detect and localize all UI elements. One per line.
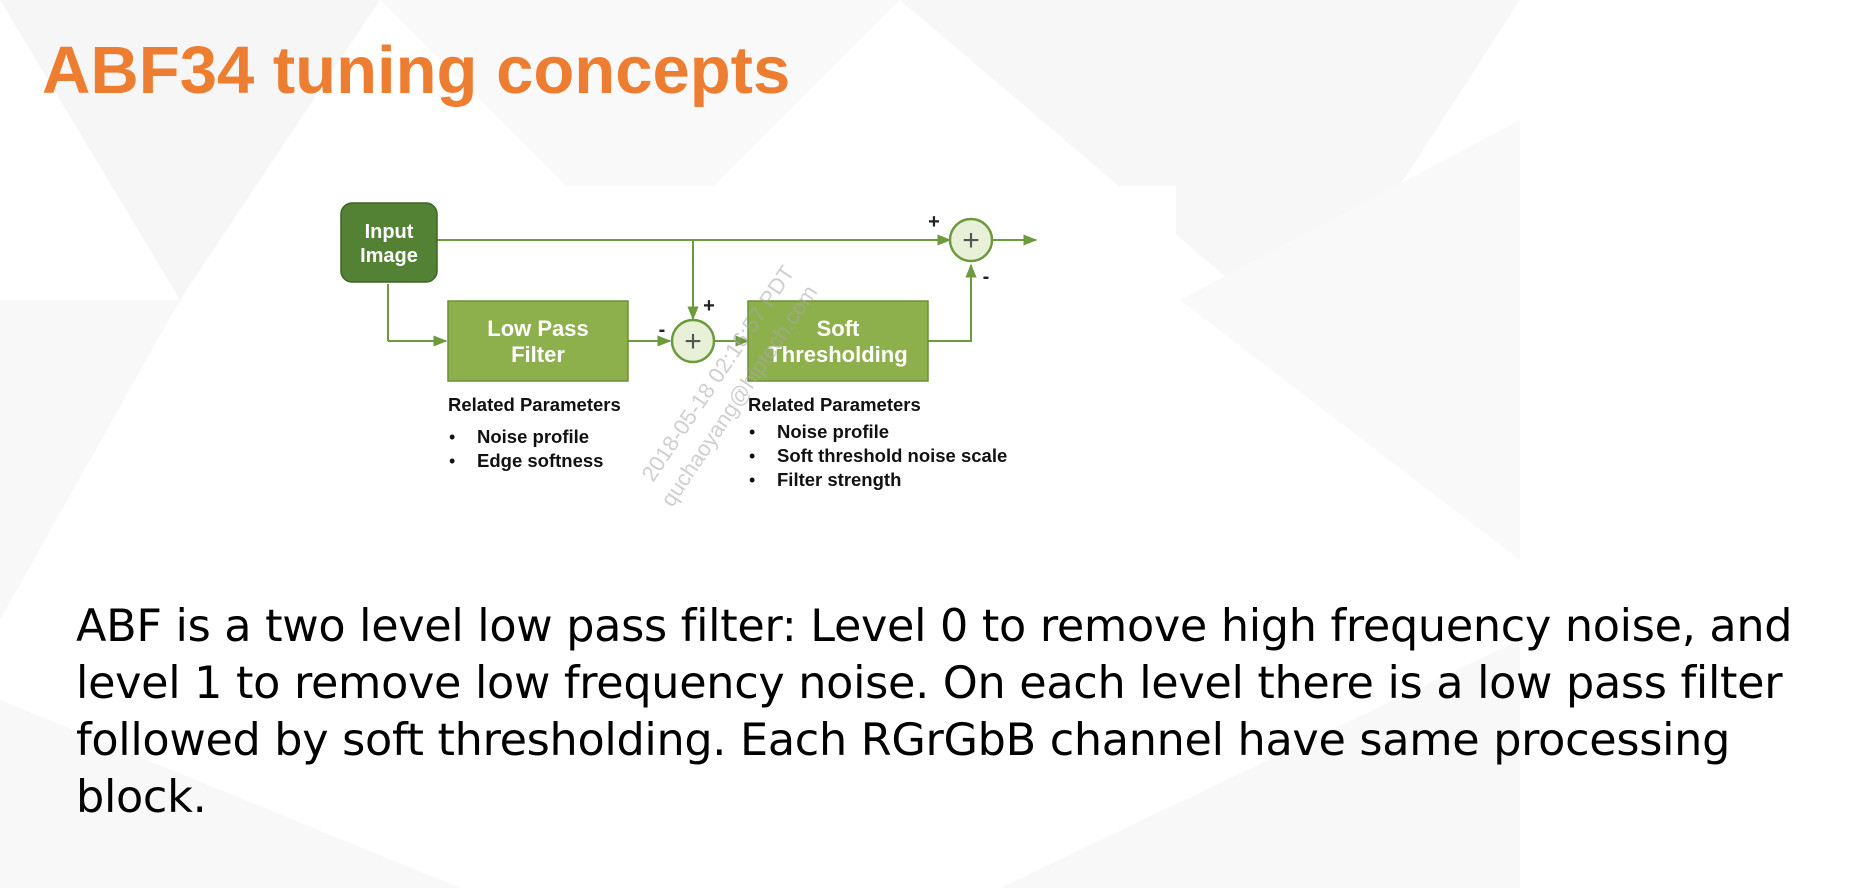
params-right-item: Noise profile: [777, 421, 889, 442]
bullet: •: [749, 446, 755, 466]
params-left-item: Edge softness: [477, 450, 603, 471]
input-image-node: Input Image: [340, 202, 438, 283]
lowpass-label-line1: Low Pass: [487, 316, 588, 341]
params-right-heading: Related Parameters: [748, 394, 921, 415]
description-paragraph: ABF is a two level low pass filter: Leve…: [76, 601, 1793, 823]
sum1-symbol: +: [684, 325, 702, 358]
params-left-item: Noise profile: [477, 426, 589, 447]
bullet: •: [749, 470, 755, 490]
bullet: •: [749, 422, 755, 442]
input-label-line2: Image: [360, 245, 418, 267]
params-right-item: Soft threshold noise scale: [777, 445, 1007, 466]
sum2-sign-bottom: -: [983, 266, 990, 288]
abf-block-diagram: Input Image Low Pass Filter Soft Thresho…: [268, 186, 1176, 526]
input-label-line1: Input: [365, 221, 414, 243]
bullet: •: [449, 427, 455, 447]
sum-node-1: + + -: [659, 295, 716, 364]
sum1-sign-top: +: [703, 295, 715, 317]
sum-node-2: + + -: [928, 211, 994, 288]
lowpass-label-line2: Filter: [511, 342, 565, 367]
low-pass-filter-node: Low Pass Filter: [447, 300, 629, 382]
soft-thresholding-node: Soft Thresholding: [747, 300, 929, 382]
params-right-item: Filter strength: [777, 469, 901, 490]
params-left: Related Parameters • Noise profile • Edg…: [448, 394, 621, 471]
flow-lines: [387, 234, 1038, 347]
soft-label-line2: Thresholding: [768, 342, 907, 367]
page-title: ABF34 tuning concepts: [42, 33, 791, 108]
sum1-sign-left: -: [659, 319, 666, 341]
sum2-sign-top: +: [928, 211, 940, 233]
soft-label-line1: Soft: [817, 316, 860, 341]
sum2-symbol: +: [962, 224, 980, 257]
params-right: Related Parameters • Noise profile • Sof…: [748, 394, 1007, 490]
params-left-heading: Related Parameters: [448, 394, 621, 415]
background-pattern: [0, 0, 1520, 888]
line-soft-to-sum2: [928, 263, 977, 342]
bullet: •: [449, 451, 455, 471]
